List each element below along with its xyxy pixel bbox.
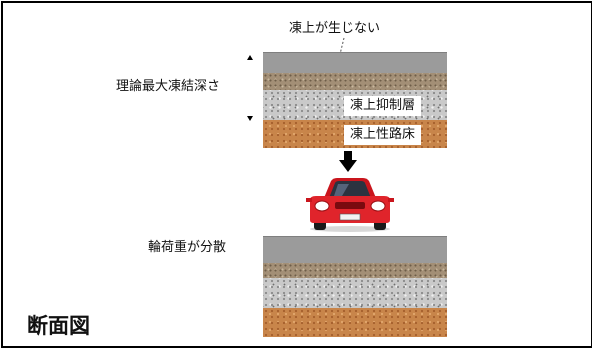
frost-suppression-layer-bottom bbox=[263, 278, 447, 308]
label-theoretical-max-frost-depth: 理論最大凍結深さ bbox=[116, 79, 221, 94]
tag-frost-suppression-layer: 凍上抑制層 bbox=[344, 96, 422, 116]
label-load-distributed: 輪荷重が分散 bbox=[148, 240, 227, 255]
base-course-layer-top bbox=[263, 73, 447, 90]
cross-section-title: 断面図 bbox=[27, 314, 90, 338]
base-course-layer-bottom bbox=[263, 263, 447, 278]
label-frost-heave-none: 凍上が生じない bbox=[289, 21, 381, 36]
asphalt-layer-top bbox=[263, 52, 447, 74]
subgrade-layer-bottom bbox=[263, 308, 447, 337]
down-arrow-icon bbox=[339, 151, 357, 172]
car-icon bbox=[306, 178, 394, 232]
tag-frost-susceptible-subgrade: 凍上性路床 bbox=[344, 125, 422, 145]
asphalt-layer-bottom bbox=[263, 236, 447, 264]
